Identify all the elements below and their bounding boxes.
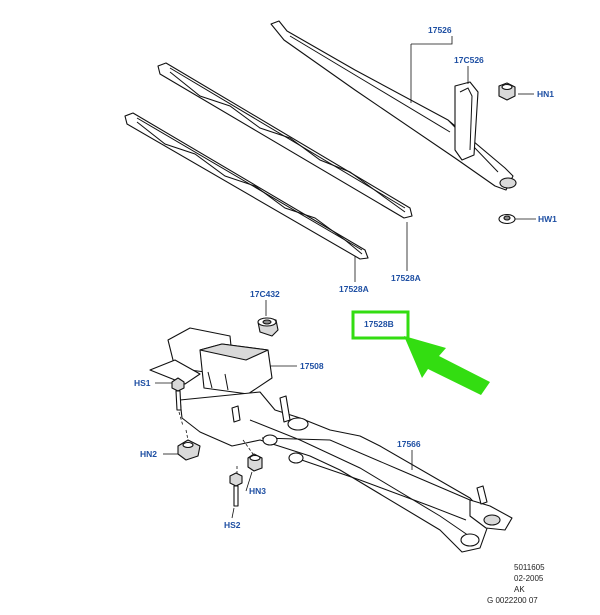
leader-lines [155, 36, 536, 519]
wiper-blade-lower [124, 112, 369, 260]
callout-17528a-left: 17528A [339, 284, 369, 294]
nut-hn1 [498, 82, 516, 101]
footer-line-4: G 0022200 07 [487, 596, 538, 605]
callout-hn1: HN1 [537, 89, 554, 99]
callout-17566: 17566 [397, 439, 421, 449]
washer-hw1 [498, 213, 516, 225]
callout-hn3: HN3 [249, 486, 266, 496]
callout-hs1: HS1 [134, 378, 151, 388]
callout-17508: 17508 [300, 361, 324, 371]
callout-17c432: 17C432 [250, 289, 280, 299]
nut-hn2 [177, 429, 201, 461]
nut-hn3 [242, 439, 263, 472]
footer-line-1: 5011605 [514, 563, 545, 572]
highlight-box-17528b [351, 310, 410, 340]
callout-17c526: 17C526 [454, 55, 484, 65]
arm-cap-17c526 [454, 81, 479, 161]
callout-17526: 17526 [428, 25, 452, 35]
callout-17528b: 17528B [364, 319, 394, 329]
bolt-hs2 [229, 466, 243, 507]
green-pointer-arrow [404, 336, 490, 395]
footer-line-3: AK [514, 585, 525, 594]
callout-17528a-right: 17528A [391, 273, 421, 283]
callout-hs2: HS2 [224, 520, 241, 530]
wiper-arm-17526 [270, 20, 517, 191]
callout-hw1: HW1 [538, 214, 557, 224]
bushing-17c432 [257, 317, 279, 337]
footer-line-2: 02-2005 [514, 574, 544, 583]
callout-hn2: HN2 [140, 449, 157, 459]
wiper-blade-upper [157, 62, 413, 219]
linkage-frame-17566 [149, 359, 513, 553]
bolt-hs1 [171, 377, 185, 427]
